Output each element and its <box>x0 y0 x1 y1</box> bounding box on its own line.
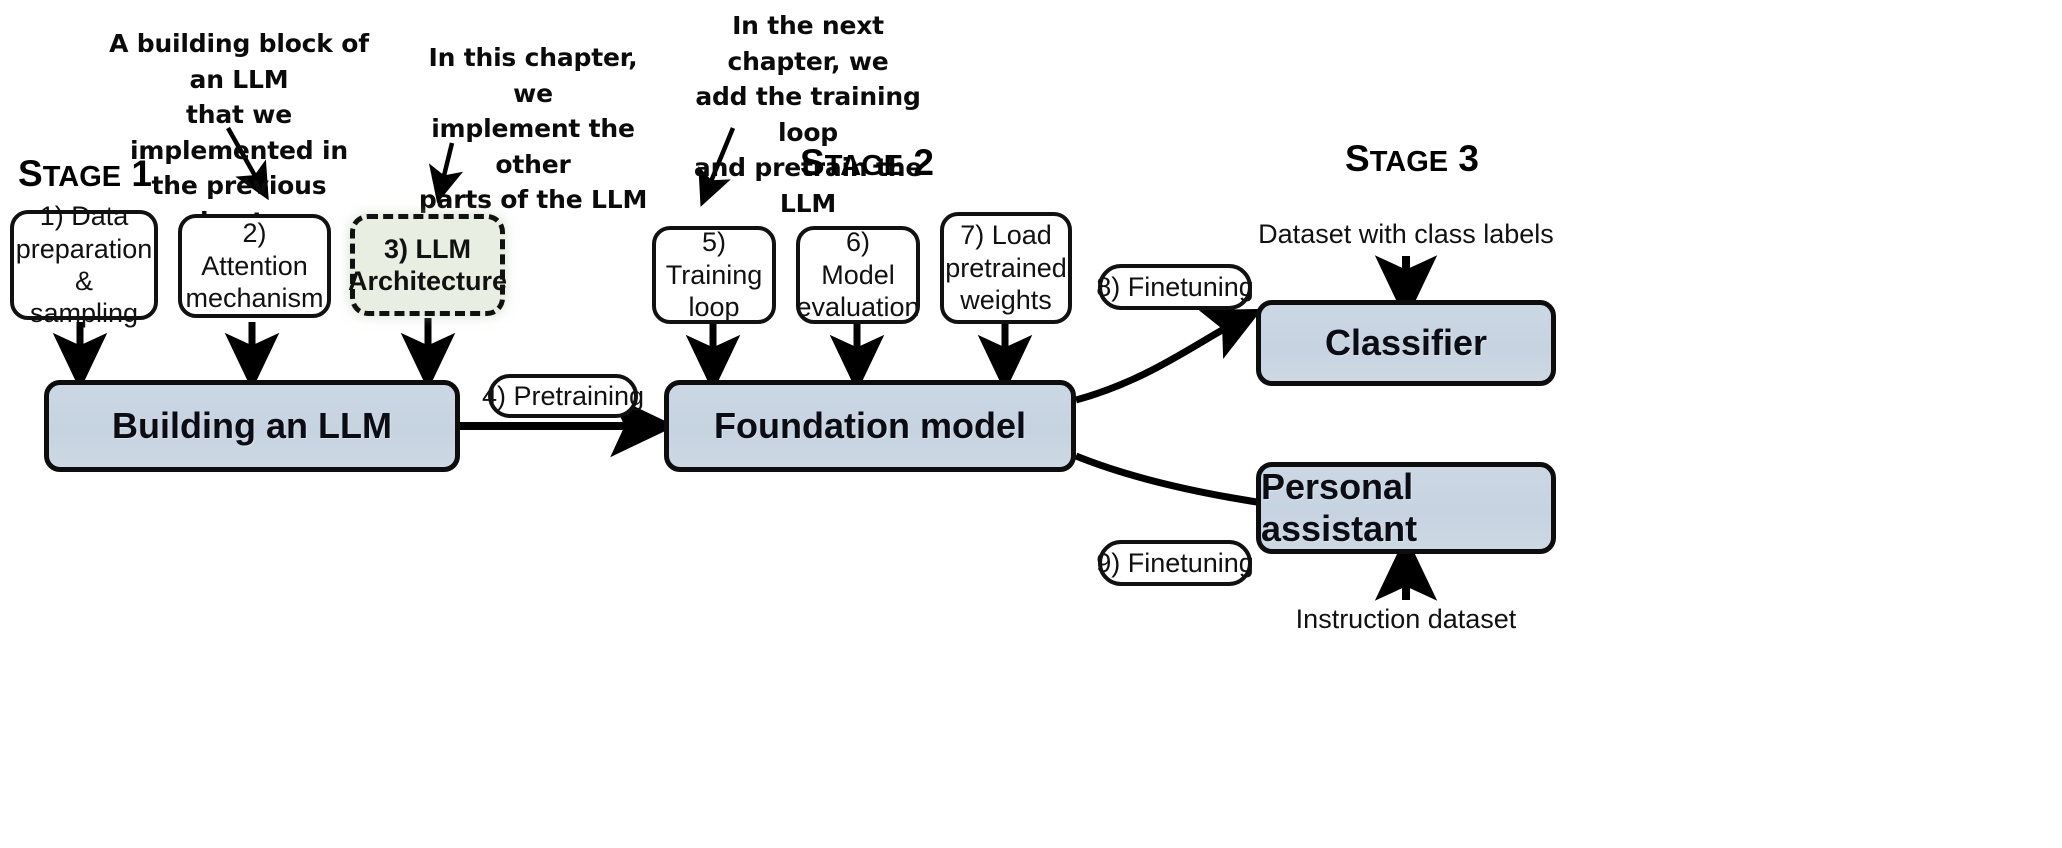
caption-instruction-dataset: Instruction dataset <box>1256 604 1556 635</box>
stage-title-1: STAGE 1 <box>18 155 152 192</box>
step-box-data-preparation[interactable]: 1) Data preparation & sampling <box>10 201 158 328</box>
step-line: preparation <box>15 233 153 264</box>
arrow-foundation-to-classifier <box>1075 308 1263 404</box>
pill-pretraining[interactable]: 4) Pretraining <box>482 374 644 418</box>
step-line: 7) Load <box>960 220 1052 251</box>
annotation-line: In the next chapter, we <box>727 11 889 76</box>
main-box-label: Personal assistant <box>1261 466 1418 549</box>
step-line: pretrained <box>945 252 1067 283</box>
step-box-llm-architecture[interactable]: 3) LLM Architecture <box>347 214 508 316</box>
step-line: 3) LLM <box>384 233 471 264</box>
pill-finetuning-classifier[interactable]: 8) Finetuning <box>1096 264 1254 310</box>
annotation-line: that we implemented in <box>130 100 348 165</box>
caption-dataset-class-labels: Dataset with class labels <box>1256 219 1556 250</box>
main-box-building-llm[interactable]: Building an LLM <box>44 380 460 472</box>
main-box-label: Foundation model <box>714 405 1026 446</box>
step-line: 2) Attention <box>201 218 308 281</box>
step-box-load-pretrained-weights[interactable]: 7) Load pretrained weights <box>940 212 1072 324</box>
main-box-personal-assistant[interactable]: Personal assistant <box>1256 462 1556 554</box>
step-box-attention-mechanism[interactable]: 2) Attention mechanism <box>178 214 331 318</box>
stage-word-initial: STAGE <box>18 153 122 194</box>
step-line: & sampling <box>29 266 139 329</box>
stage-title-2: STAGE 2 <box>800 144 934 181</box>
step-line: Architecture <box>347 266 508 296</box>
caption-label: Dataset with class labels <box>1258 219 1554 249</box>
main-box-foundation-model[interactable]: Foundation model <box>664 380 1076 472</box>
step-line: 1) Data <box>39 201 129 232</box>
annotation-next-chapter: In the next chapter, we add the training… <box>683 8 933 221</box>
step-box-model-evaluation[interactable]: 6) Model evaluation <box>796 226 920 324</box>
annotation-line: parts of the LLM <box>418 185 648 214</box>
annotation-line: add the training loop <box>695 82 921 147</box>
main-box-label: Building an LLM <box>112 405 392 446</box>
pill-label: 4) Pretraining <box>481 380 645 411</box>
step-line: mechanism <box>185 283 324 314</box>
stage-number: 2 <box>903 142 934 183</box>
step-line: weights <box>960 285 1052 316</box>
annotation-previous-chapter: A building block of an LLM that we imple… <box>94 26 384 239</box>
step-line: evaluation <box>796 292 920 323</box>
step-line: loop <box>688 292 740 323</box>
annotation-line: In this chapter, we <box>428 43 638 108</box>
main-box-classifier[interactable]: Classifier <box>1256 300 1556 386</box>
step-box-training-loop[interactable]: 5) Training loop <box>652 226 776 324</box>
annotation-line: and pretrain the LLM <box>693 153 923 218</box>
annotation-this-chapter: In this chapter, we implement the other … <box>418 40 648 218</box>
annotation-line: implement the other <box>431 114 635 179</box>
pill-label: 8) Finetuning <box>1096 271 1254 302</box>
stage-title-3: STAGE 3 <box>1345 140 1479 177</box>
stage-word-initial: STAGE <box>800 142 904 183</box>
pill-label: 9) Finetuning <box>1096 547 1254 578</box>
step-line: 6) Model <box>821 227 895 290</box>
main-box-label: Classifier <box>1324 322 1488 363</box>
caption-label: Instruction dataset <box>1295 604 1517 634</box>
annotation-line: A building block of an LLM <box>109 29 369 94</box>
step-line: 5) Training <box>665 227 763 290</box>
stage-number: 3 <box>1448 138 1479 179</box>
pill-finetuning-assistant[interactable]: 9) Finetuning <box>1096 540 1254 586</box>
stage-word-initial: STAGE <box>1345 138 1449 179</box>
stage-number: 1 <box>121 153 152 194</box>
